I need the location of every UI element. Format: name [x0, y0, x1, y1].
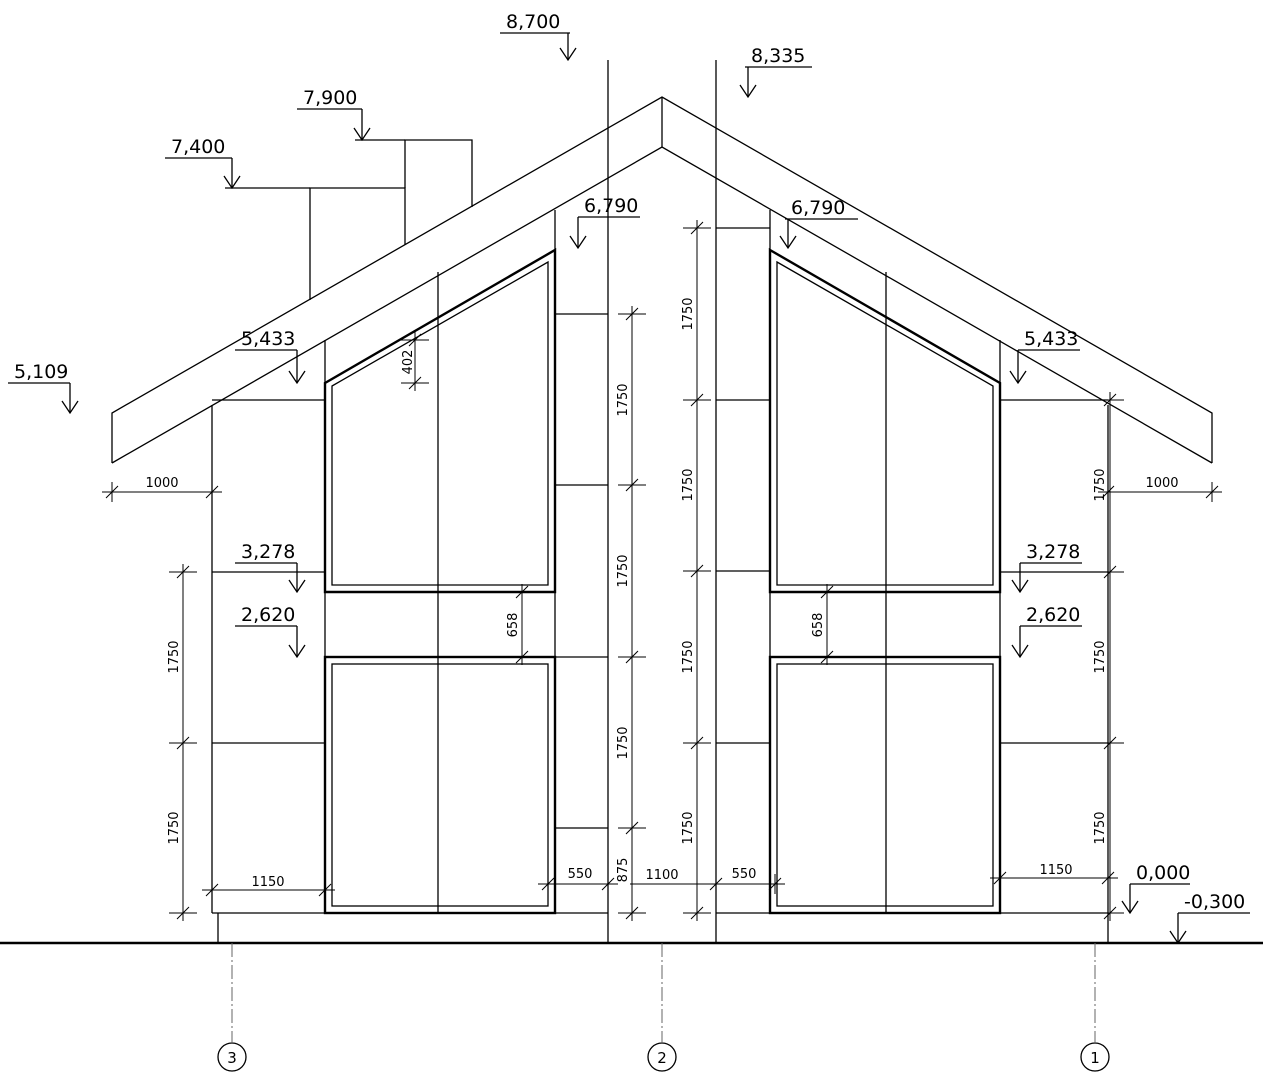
level-label: 8,700 — [506, 11, 560, 33]
dimension-label: 1750 — [681, 811, 696, 844]
arrow-down-icon — [223, 175, 241, 190]
level-label: 8,335 — [751, 45, 805, 67]
level-label: 6,790 — [584, 195, 638, 217]
level-label: 5,433 — [1024, 328, 1078, 350]
arrow-down-icon — [288, 579, 306, 594]
dimension-label: 1750 — [681, 468, 696, 501]
level-mark: 8,335 — [739, 45, 812, 99]
level-mark: 5,109 — [8, 361, 79, 415]
level-mark: 8,700 — [500, 11, 577, 62]
level-label: 7,900 — [303, 87, 357, 109]
arrow-down-icon — [1009, 370, 1027, 385]
dimension-label: 1750 — [616, 383, 631, 416]
level-mark: 7,900 — [297, 87, 371, 142]
arrow-down-icon — [61, 400, 79, 415]
level-mark: 6,790 — [569, 195, 640, 250]
dimension-label: 658 — [811, 613, 826, 638]
dimension-label: 1750 — [616, 726, 631, 759]
level-label: 3,278 — [1026, 541, 1080, 563]
level-mark: 3,278 — [235, 541, 306, 594]
grid-axis-1: 1 — [1090, 1049, 1100, 1067]
level-mark: -0,300 — [1169, 891, 1250, 945]
dimension-label: 1750 — [681, 297, 696, 330]
level-label: 3,278 — [241, 541, 295, 563]
level-mark: 2,620 — [1011, 604, 1082, 659]
level-mark: 3,278 — [1011, 541, 1082, 594]
dimension-label: 1750 — [1093, 640, 1108, 673]
dimension-lines: 1750 1750 1750 1750 1750 875 1750 1750 1750 1750 1… — [102, 220, 1222, 921]
arrow-down-icon — [779, 235, 797, 250]
level-marks: 8,700 8,335 7,900 7,400 6,790 6,790 5,433 5,433… — [8, 11, 1250, 945]
level-mark: 7,400 — [165, 136, 241, 190]
grid-axis-3: 3 — [227, 1049, 237, 1067]
grid-axes: 3 2 1 — [217, 943, 1110, 1072]
arrow-down-icon — [1011, 644, 1029, 659]
level-label: 2,620 — [241, 604, 295, 626]
arrow-down-icon — [739, 84, 757, 99]
walls — [211, 60, 1109, 943]
dimension-label: 1000 — [1145, 476, 1178, 491]
roof — [111, 96, 1213, 464]
dimension-label: 1750 — [167, 640, 182, 673]
grid-axis-2: 2 — [657, 1049, 667, 1067]
chimneys — [225, 139, 473, 300]
level-label: -0,300 — [1184, 891, 1245, 913]
dimension-label: 1100 — [645, 868, 678, 883]
dimension-label: 1150 — [1039, 863, 1072, 878]
level-mark: 5,433 — [1009, 328, 1080, 385]
dimension-label: 1750 — [167, 811, 182, 844]
level-label: 5,109 — [14, 361, 68, 383]
dimension-label: 1750 — [1093, 811, 1108, 844]
level-label: 2,620 — [1026, 604, 1080, 626]
dimension-label: 1750 — [681, 640, 696, 673]
arrow-down-icon — [1011, 579, 1029, 594]
dimension-label: 875 — [616, 858, 631, 883]
dimension-label: 550 — [568, 867, 593, 882]
dimension-label: 550 — [732, 867, 757, 882]
level-label: 0,000 — [1136, 862, 1190, 884]
dimension-label: 1000 — [145, 476, 178, 491]
level-mark: 2,620 — [235, 604, 306, 659]
dimension-label: 1750 — [616, 554, 631, 587]
arrow-down-icon — [288, 644, 306, 659]
arrow-down-icon — [559, 47, 577, 62]
dimension-label: 1750 — [1093, 468, 1108, 501]
level-label: 6,790 — [791, 197, 845, 219]
level-label: 5,433 — [241, 328, 295, 350]
arrow-down-icon — [288, 370, 306, 385]
level-mark: 0,000 — [1121, 862, 1190, 915]
arrow-down-icon — [569, 235, 587, 250]
dimension-label: 1150 — [251, 875, 284, 890]
level-mark: 5,433 — [235, 328, 306, 385]
dimension-label: 402 — [401, 350, 416, 375]
arrow-down-icon — [353, 127, 371, 142]
level-mark: 6,790 — [779, 197, 858, 250]
windows — [323, 247, 1002, 915]
arrow-down-icon — [1169, 930, 1187, 945]
arrow-down-icon — [1121, 900, 1139, 915]
level-label: 7,400 — [171, 136, 225, 158]
dimension-label: 658 — [506, 613, 521, 638]
